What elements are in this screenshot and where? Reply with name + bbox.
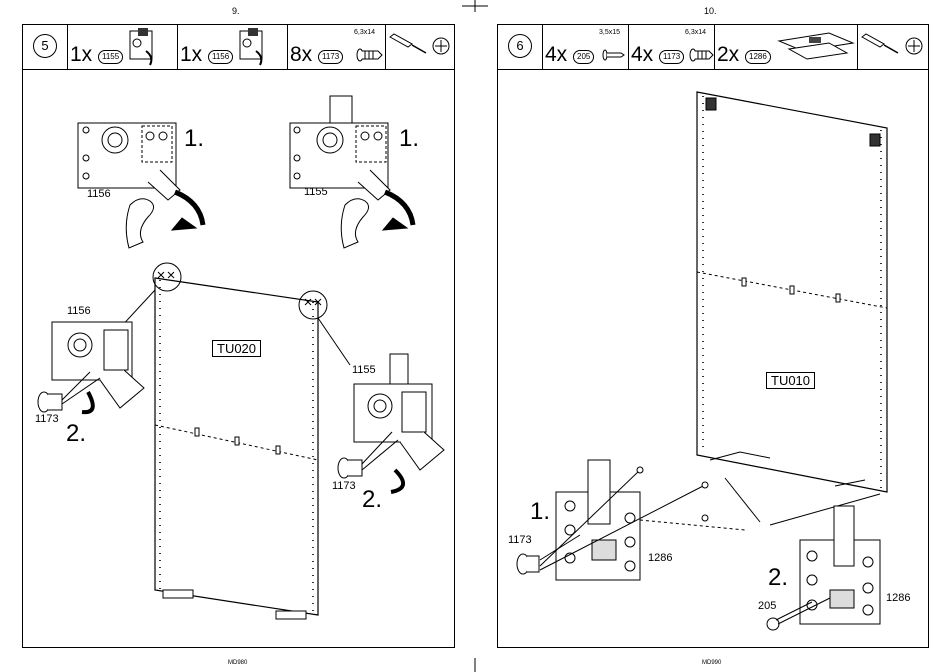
step-marker: 2. [768, 564, 788, 592]
part-label: 1173 [508, 534, 532, 546]
panel-label: TU010 [766, 372, 815, 389]
part-label: 205 [758, 600, 776, 612]
page-footer-code: MD990 [702, 660, 721, 666]
mounting-plate-1286-left [517, 460, 745, 580]
step-marker: 1. [530, 498, 550, 526]
part-label: 1286 [648, 552, 672, 564]
door-panel-tu010 [697, 92, 887, 525]
part-label: 1286 [886, 592, 910, 604]
